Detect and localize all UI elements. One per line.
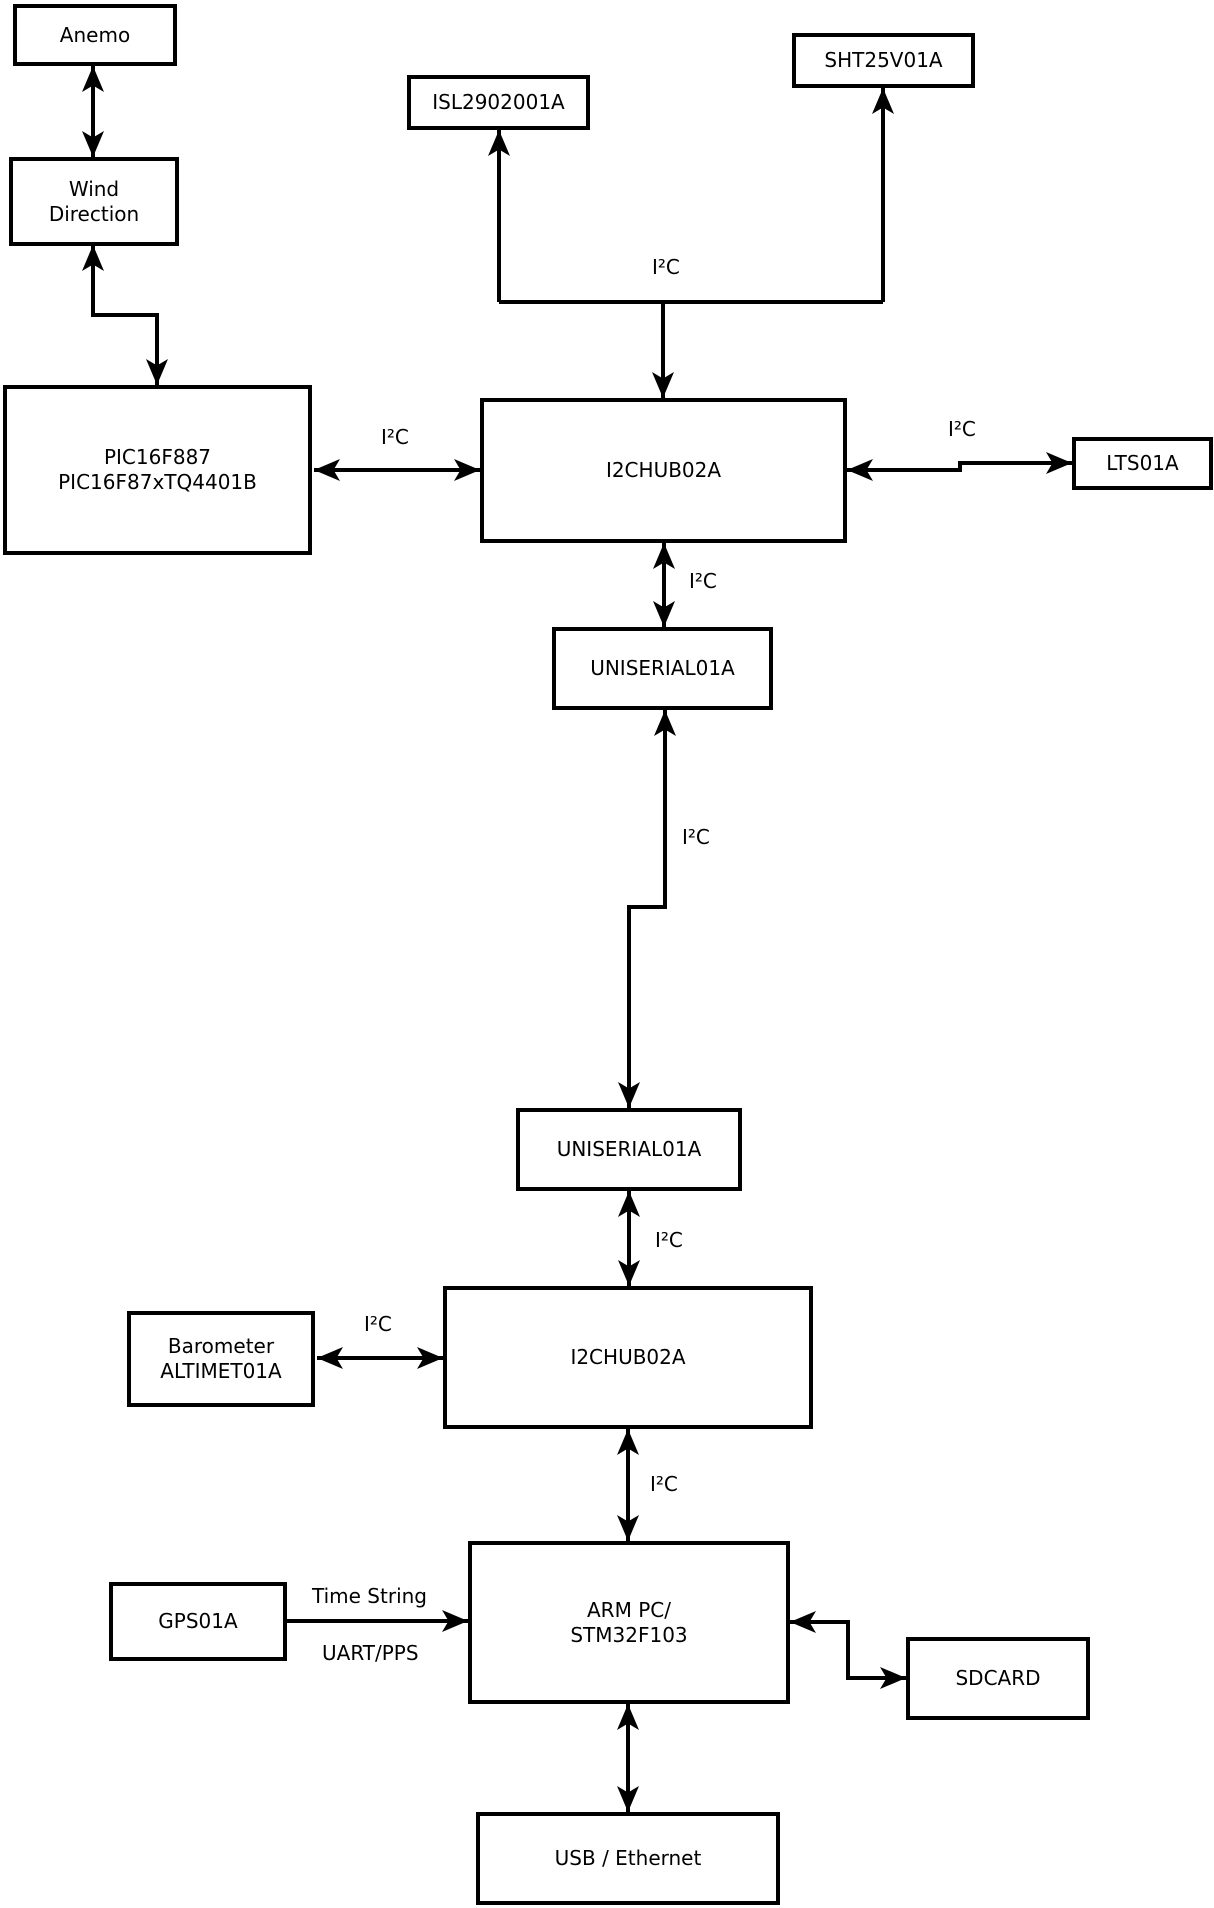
node-lts01a: LTS01A	[1072, 437, 1213, 490]
edge-label-i2c-pic-hub: I²C	[381, 425, 409, 449]
node-anemo-label: Anemo	[59, 22, 131, 47]
edge-label-i2c-bus-top: I²C	[652, 255, 680, 279]
node-sdcard-label: SDCARD	[955, 1666, 1041, 1690]
node-pic16f887-label: PIC16F887 PIC16F87xTQ4401B	[58, 445, 257, 494]
node-i2chub02a-top: I2CHUB02A	[480, 398, 847, 543]
node-barometer-altimet01a-label: Barometer ALTIMET01A	[160, 1334, 282, 1383]
node-usb-ethernet: USB / Ethernet	[476, 1812, 780, 1905]
node-pic16f887: PIC16F887 PIC16F87xTQ4401B	[3, 385, 312, 555]
node-uniserial01a-upper-label: UNISERIAL01A	[590, 656, 735, 680]
node-gps01a-label: GPS01A	[158, 1609, 238, 1633]
node-sht25v01a-label: SHT25V01A	[824, 48, 943, 72]
connector-armpc-sdcard	[790, 1611, 906, 1689]
edge-label-i2c-barometer-hub2: I²C	[364, 1312, 392, 1336]
edge-label-i2c-hub2-armpc: I²C	[650, 1472, 678, 1496]
edge-label-i2c-uniserial-hub2: I²C	[655, 1228, 683, 1252]
connector-wind-pic	[82, 245, 168, 385]
node-uniserial01a-lower: UNISERIAL01A	[516, 1108, 742, 1191]
connector-uniserial1-uniserial2	[618, 710, 676, 1108]
edge-label-time-string: Time String	[312, 1584, 427, 1608]
edge-label-i2c-uniserial-link: I²C	[682, 825, 710, 849]
node-sdcard: SDCARD	[906, 1637, 1090, 1720]
node-usb-ethernet-label: USB / Ethernet	[554, 1846, 702, 1870]
node-anemo: Anemo	[13, 4, 177, 66]
edge-label-uart-pps: UART/PPS	[322, 1641, 419, 1665]
node-barometer-altimet01a: Barometer ALTIMET01A	[127, 1311, 315, 1407]
node-wind-direction-label: Wind Direction	[48, 176, 140, 226]
node-arm-pc-stm32f103-label: ARM PC/ STM32F103	[570, 1597, 688, 1647]
edge-label-i2c-hub-lts: I²C	[948, 417, 976, 441]
node-sht25v01a: SHT25V01A	[792, 33, 975, 88]
node-i2chub02a-bottom-label: I2CHUB02A	[570, 1345, 686, 1369]
node-lts01a-label: LTS01A	[1106, 451, 1179, 475]
node-uniserial01a-lower-label: UNISERIAL01A	[556, 1137, 702, 1161]
edge-label-i2c-hub-uniserial: I²C	[689, 569, 717, 593]
node-gps01a: GPS01A	[109, 1582, 287, 1661]
node-i2chub02a-bottom: I2CHUB02A	[443, 1286, 813, 1429]
node-isl2902001a: ISL2902001A	[407, 75, 590, 130]
connector-hub-lts	[847, 452, 1072, 481]
node-arm-pc-stm32f103: ARM PC/ STM32F103	[468, 1541, 790, 1704]
node-uniserial01a-upper: UNISERIAL01A	[552, 627, 773, 710]
node-isl2902001a-label: ISL2902001A	[432, 90, 565, 114]
node-i2chub02a-top-label: I2CHUB02A	[605, 458, 722, 482]
node-wind-direction: Wind Direction	[9, 157, 179, 246]
